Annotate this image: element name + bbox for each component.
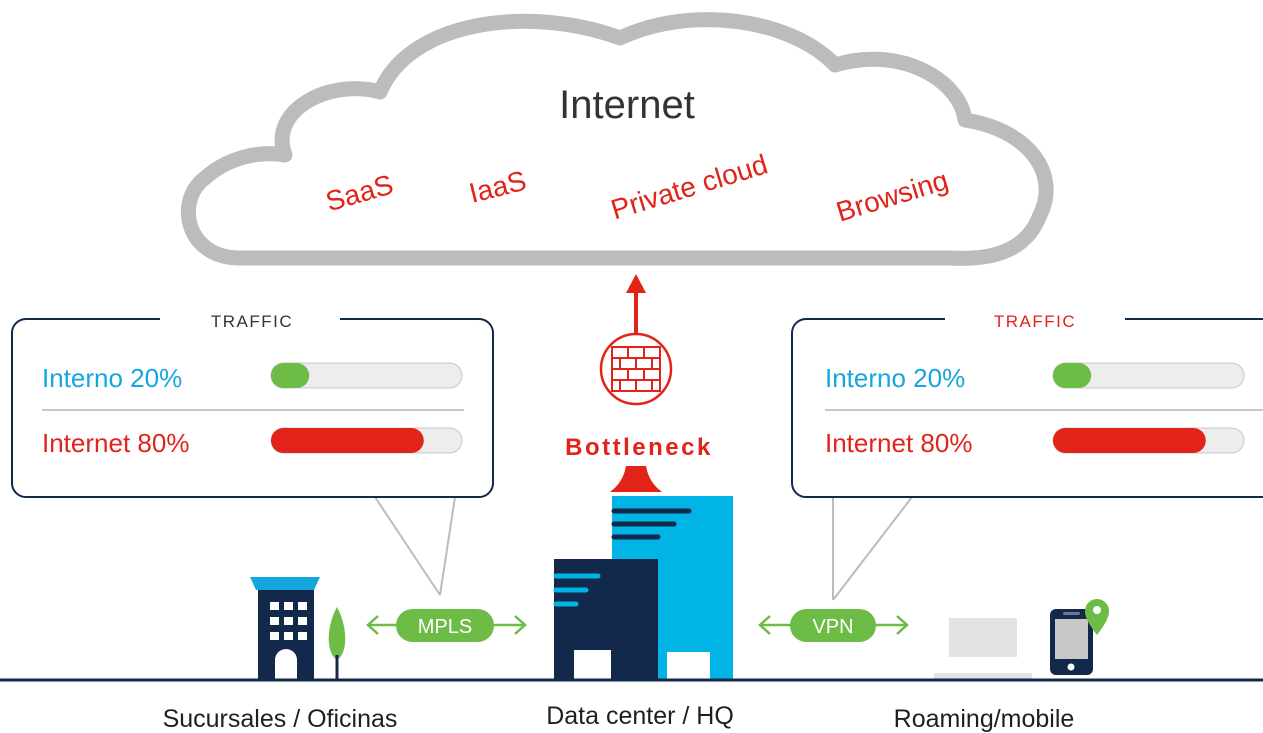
- tree-icon: [328, 607, 346, 679]
- right-interno-fill: [1053, 363, 1092, 388]
- datacenter-icon: [553, 496, 733, 679]
- firewall-icon: [599, 274, 673, 406]
- left-panel-connector-a: [374, 496, 441, 596]
- left-panel-title: TRAFFIC: [211, 312, 293, 331]
- right-internet-fill: [1053, 428, 1206, 453]
- internet-cloud: [180, 12, 1054, 266]
- bottleneck-label: Bottleneck: [565, 434, 713, 461]
- left-internet-fill: [271, 428, 424, 453]
- left-traffic-panel: TRAFFIC Interno 20% Internet 80%: [11, 309, 494, 498]
- bottleneck-funnel: [610, 466, 662, 492]
- left-panel-connector-b: [439, 496, 456, 596]
- right-panel-title: TRAFFIC: [994, 312, 1076, 331]
- phone-location-icon: [1050, 599, 1109, 675]
- right-traffic-panel: TRAFFIC Interno 20% Internet 80%: [791, 309, 1263, 498]
- caption-roaming: Roaming/mobile: [894, 705, 1075, 733]
- building-icon: [250, 577, 320, 679]
- caption-branch: Sucursales / Oficinas: [163, 705, 398, 733]
- vpn-link: VPN: [758, 609, 909, 642]
- right-row-internet-label: Internet 80%: [825, 428, 972, 458]
- caption-datacenter: Data center / HQ: [546, 702, 734, 730]
- left-row-internet-label: Internet 80%: [42, 428, 189, 458]
- left-interno-fill: [271, 363, 310, 388]
- laptop-icon: [934, 618, 1032, 679]
- mpls-link: MPLS: [366, 609, 527, 642]
- mpls-label: MPLS: [418, 616, 472, 638]
- left-row-interno-label: Interno 20%: [42, 363, 182, 393]
- vpn-label: VPN: [812, 616, 853, 638]
- right-panel-connector-b: [832, 496, 913, 601]
- right-row-interno-label: Interno 20%: [825, 363, 965, 393]
- cloud-title: Internet: [559, 83, 695, 127]
